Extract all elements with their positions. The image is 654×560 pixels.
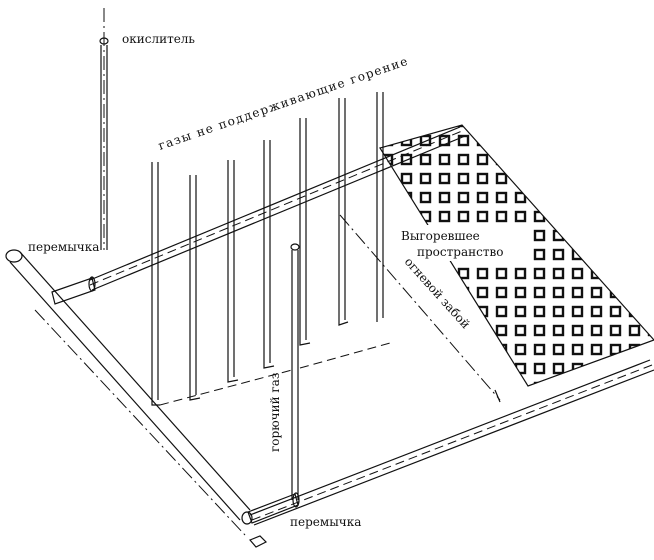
oxidizer-pipe xyxy=(99,8,109,250)
combustible-gas-pipe xyxy=(159,243,391,500)
burned-space-label-bg xyxy=(397,225,529,261)
inert-gases-label: газы не поддерживающие горение xyxy=(156,54,410,153)
bottom-channel xyxy=(241,359,654,548)
burned-space-label: Выгоревшее пространство xyxy=(401,229,503,259)
oxidizer-label: окислитель xyxy=(122,32,195,46)
fire-face-line xyxy=(339,214,501,403)
left-jumper-pipe xyxy=(5,249,251,536)
inert-gas-pipes xyxy=(151,92,384,406)
jumper-left-label: перемычка xyxy=(28,240,99,254)
combustible-gas-label: горючий газ xyxy=(268,373,282,452)
jumper-bottom-label: перемычка xyxy=(290,515,361,529)
burned-space-line-1: Выгоревшее xyxy=(401,229,480,243)
burned-space-line-2: пространство xyxy=(417,245,503,259)
